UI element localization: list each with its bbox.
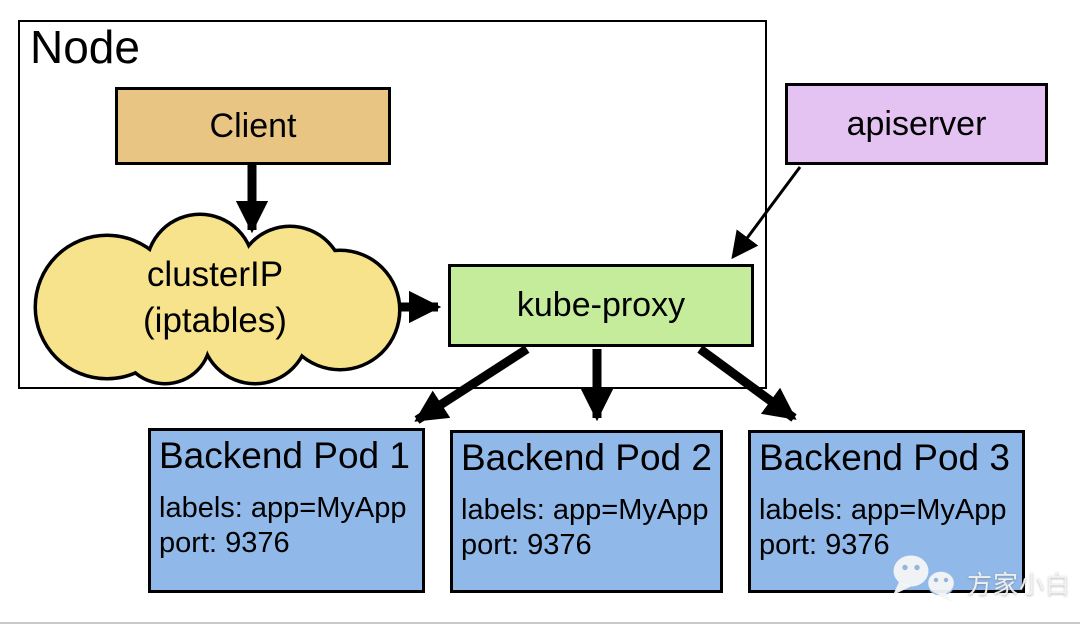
pod-port: port: 9376 [759, 528, 890, 561]
arrow-kubeproxy-to-pod3 [697, 345, 797, 422]
watermark: 方家小白 [885, 548, 1080, 604]
arrow-kubeproxy-to-pod1 [414, 345, 530, 424]
backend-pod-1: Backend Pod 1 labels: app=MyApp port: 93… [148, 428, 425, 593]
kube-proxy-box: kube-proxy [448, 264, 754, 347]
backend-pod-2: Backend Pod 2 labels: app=MyApp port: 93… [450, 430, 723, 593]
pod-title: Backend Pod 3 [759, 437, 1010, 478]
pod-port: port: 9376 [159, 526, 290, 559]
wechat-icon [893, 555, 956, 602]
apiserver-box: apiserver [785, 83, 1048, 165]
pod-labels: labels: app=MyApp [159, 491, 407, 524]
apiserver-label: apiserver [846, 104, 987, 143]
pod-title: Backend Pod 1 [159, 435, 410, 476]
bottom-divider [0, 622, 1080, 624]
cluster-ip-line1: clusterIP [146, 255, 284, 294]
cluster-ip-label: clusterIP (iptables) [60, 252, 370, 343]
node-label: Node [30, 21, 140, 73]
client-box: Client [115, 87, 391, 165]
cluster-ip-cloud-shape [33, 212, 402, 386]
pod-labels: labels: app=MyApp [461, 493, 709, 526]
watermark-text: 方家小白 [967, 571, 1072, 599]
backend-pod-3: Backend Pod 3 labels: app=MyApp port: 93… [748, 430, 1025, 593]
cluster-ip-line2: (iptables) [143, 300, 287, 340]
pod-port: port: 9376 [461, 528, 592, 561]
pod-labels: labels: app=MyApp [759, 493, 1007, 526]
pod-title: Backend Pod 2 [461, 437, 712, 478]
client-label: Client [209, 106, 297, 145]
node-boundary [18, 20, 767, 389]
kube-proxy-label: kube-proxy [516, 286, 686, 324]
